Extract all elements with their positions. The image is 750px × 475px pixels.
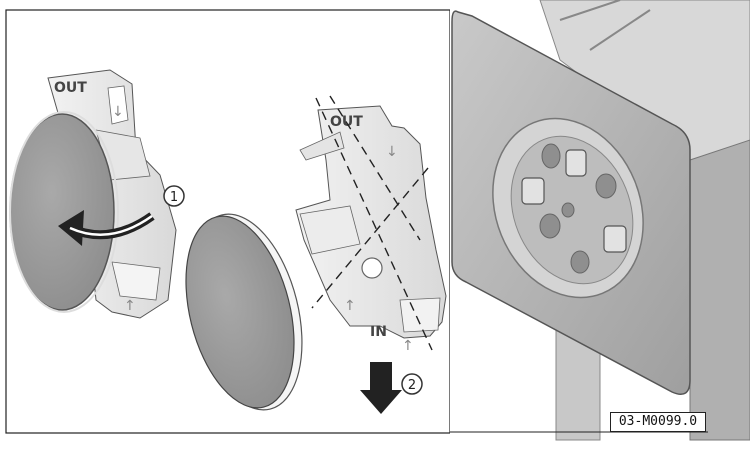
step2-circle bbox=[401, 373, 423, 395]
socket-holes bbox=[539, 143, 617, 274]
right-panel bbox=[450, 0, 750, 475]
step2-number: 2 bbox=[408, 378, 416, 393]
holder-in-label: IN bbox=[370, 324, 387, 340]
up-arrow-glyph-3: ↑ bbox=[402, 338, 414, 354]
document-code-label: 03-M0099.0 bbox=[610, 412, 706, 432]
holder-with-filter-left: OUT ↓ ↑ 1 bbox=[9, 69, 185, 319]
step1-circle bbox=[163, 185, 185, 207]
holder-out-label: OUT bbox=[54, 80, 87, 96]
down-arrow-glyph: ↓ bbox=[386, 144, 398, 160]
socket-pins bbox=[521, 149, 627, 253]
up-arrow-glyph-2: ↑ bbox=[344, 298, 356, 314]
holder-empty-right: OUT IN ↓ ↑ ↑ 2 bbox=[295, 95, 447, 414]
push-down-arrow-icon bbox=[360, 362, 402, 414]
step1-number: 1 bbox=[170, 190, 178, 205]
filter-disc-loose bbox=[185, 213, 303, 411]
arrow-glyph: ↑ bbox=[124, 298, 136, 314]
up-arrow-glyph: ↓ bbox=[112, 104, 124, 120]
center-logo-icon bbox=[361, 257, 383, 279]
left-panel: OUT ↓ ↑ 1 OUT IN ↓ ↑ bbox=[5, 9, 451, 434]
